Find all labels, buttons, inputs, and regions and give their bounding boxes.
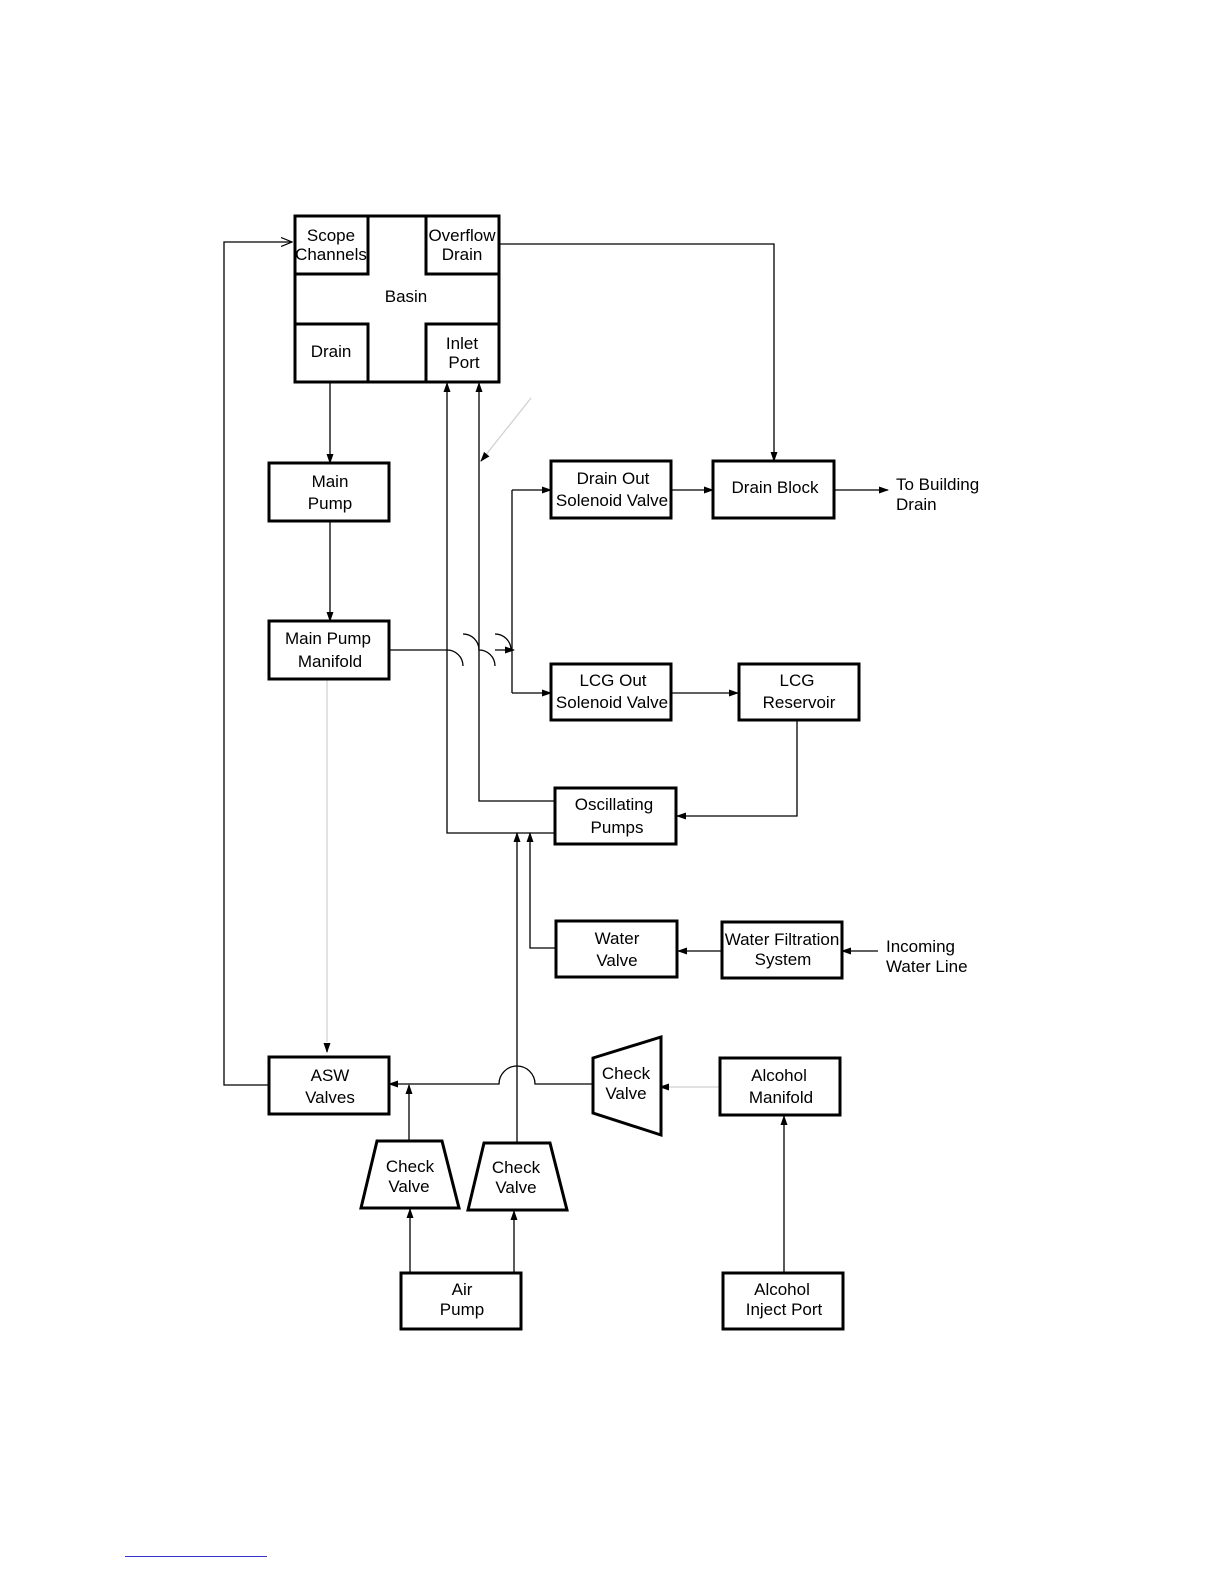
incoming-water-line-label-1: Incoming [886,937,955,956]
oscillating-pumps: Oscillating Pumps [553,786,678,846]
drain-out-solenoid-valve: Drain Out Solenoid Valve [549,459,673,520]
main-pump-label-1: Main [312,472,349,491]
check-valve-middle: Check Valve [466,1141,569,1212]
incoming-water-line-label-2: Water Line [886,957,968,976]
lcg-out-solenoid-label-2: Solenoid Valve [556,693,668,712]
lcg-out-solenoid-label-1: LCG Out [579,671,646,690]
to-building-drain: To Building Drain [896,475,979,514]
lcg-reservoir-label-2: Reservoir [763,693,836,712]
water-filtration-label-1: Water Filtration [725,930,840,949]
main-pump-manifold-label-2: Manifold [298,652,362,671]
main-pump-manifold-label-1: Main Pump [285,629,371,648]
lcg-reservoir: LCG Reservoir [737,662,861,722]
faint-diagonal-line [480,397,532,462]
air-pump-label-2: Pump [440,1300,484,1319]
main-pump-manifold: Main Pump Manifold [267,619,391,681]
check-valve-left: Check Valve [359,1139,461,1210]
water-valve-up-line [526,832,556,949]
basin: Scope Channels Overflow Drain Basin Drai… [293,214,501,384]
alcohol-inject-port-label-2: Inject Port [746,1300,823,1319]
overflow-drain-label-2: Drain [442,245,483,264]
oscillating-pumps-label-1: Oscillating [575,795,653,814]
manifold-output-line [389,633,512,667]
asw-valves-label-1: ASW [311,1066,350,1085]
check-valve-left-label-2: Valve [388,1177,429,1196]
scope-channels-box [293,214,370,276]
check-valve-left-label-1: Check [386,1157,435,1176]
basin-label: Basin [385,287,428,306]
lcg-reservoir-label-1: LCG [780,671,815,690]
connectors [223,242,889,1273]
oscillating-to-inlet-line-2 [443,382,555,834]
water-valve-label-1: Water [595,929,640,948]
footnote-rule [125,1556,267,1557]
faint-diagonal-arrow [480,451,490,462]
oscillating-pumps-label-2: Pumps [591,818,644,837]
basin-drain-label: Drain [311,342,352,361]
asw-valves: ASW Valves [267,1055,391,1116]
incoming-water-line: Incoming Water Line [886,937,968,976]
drain-out-solenoid-label-2: Solenoid Valve [556,491,668,510]
drain-out-solenoid-label-1: Drain Out [577,469,650,488]
check-valve-right: Check Valve [591,1034,663,1138]
alcohol-manifold: Alcohol Manifold [718,1056,842,1117]
water-filtration-label-2: System [755,950,812,969]
asw-to-scope-channels-line [223,242,292,1086]
alcohol-inject-port-label-1: Alcohol [754,1280,810,1299]
check-valve-middle-label-2: Valve [495,1178,536,1197]
check-valve-right-label-2: Valve [605,1084,646,1103]
water-valve: Water Valve [554,919,679,979]
to-building-drain-label-1: To Building [896,475,979,494]
drain-block-label: Drain Block [732,478,819,497]
alcohol-manifold-label-1: Alcohol [751,1066,807,1085]
inlet-port-box [424,322,501,384]
check-valve-right-shape [591,1034,663,1138]
to-building-drain-label-2: Drain [896,495,937,514]
overflow-drain-label-1: Overflow [428,226,496,245]
inlet-port-label-2: Port [448,353,479,372]
inlet-port-label-1: Inlet [446,334,478,353]
alcohol-inject-port: Alcohol Inject Port [721,1271,845,1331]
air-pump: Air Pump [399,1271,523,1331]
check-valve-middle-label-1: Check [492,1158,541,1177]
asw-valves-label-2: Valves [305,1088,355,1107]
overflow-drain-box [424,214,501,276]
water-valve-label-2: Valve [596,951,637,970]
water-filtration-system: Water Filtration System [720,920,844,980]
main-pump: Main Pump [267,461,391,523]
check-valve-middle-shape [466,1141,569,1212]
overflow-to-drain-block-line [500,243,778,462]
lcg-out-solenoid-valve: LCG Out Solenoid Valve [549,662,673,722]
scope-channels-label-1: Scope [307,226,355,245]
oscillating-to-inlet-line-1 [475,382,555,802]
check-valve-to-asw-line [388,1065,593,1088]
air-pump-label-1: Air [452,1280,473,1299]
drain-block: Drain Block [711,459,836,520]
main-pump-label-2: Pump [308,494,352,513]
alcohol-manifold-label-2: Manifold [749,1088,813,1107]
check-valve-right-label-1: Check [602,1064,651,1083]
lcg-to-oscillating-line [676,721,798,820]
check-valve-left-shape [359,1139,461,1210]
scope-channels-label-2: Channels [295,245,367,264]
basin-drain-box [293,322,370,384]
